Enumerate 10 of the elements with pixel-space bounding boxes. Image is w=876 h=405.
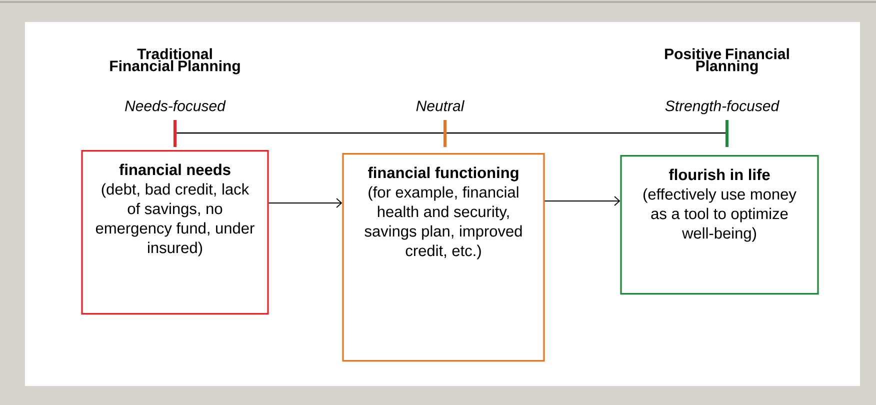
subheading: Needs-focused [125,100,226,112]
arrow [268,198,342,208]
subheading: Strength-focused [665,100,780,114]
arrow [544,196,620,206]
text-box: flourish in life (effectively use money as a tool to optimize well-being) [620,155,819,295]
text-box: financial functioning (for example, financial health and security, savings plan, improved credit, etc.) [342,153,545,362]
subheading: Neutral [416,100,464,112]
heading: Traditional Financial Planning [110,48,240,74]
heading: Positive Financial Planning [665,48,789,74]
text-box: financial needs (debt, bad credit, lack of savings, no emergency fund, under insured) [81,150,269,315]
